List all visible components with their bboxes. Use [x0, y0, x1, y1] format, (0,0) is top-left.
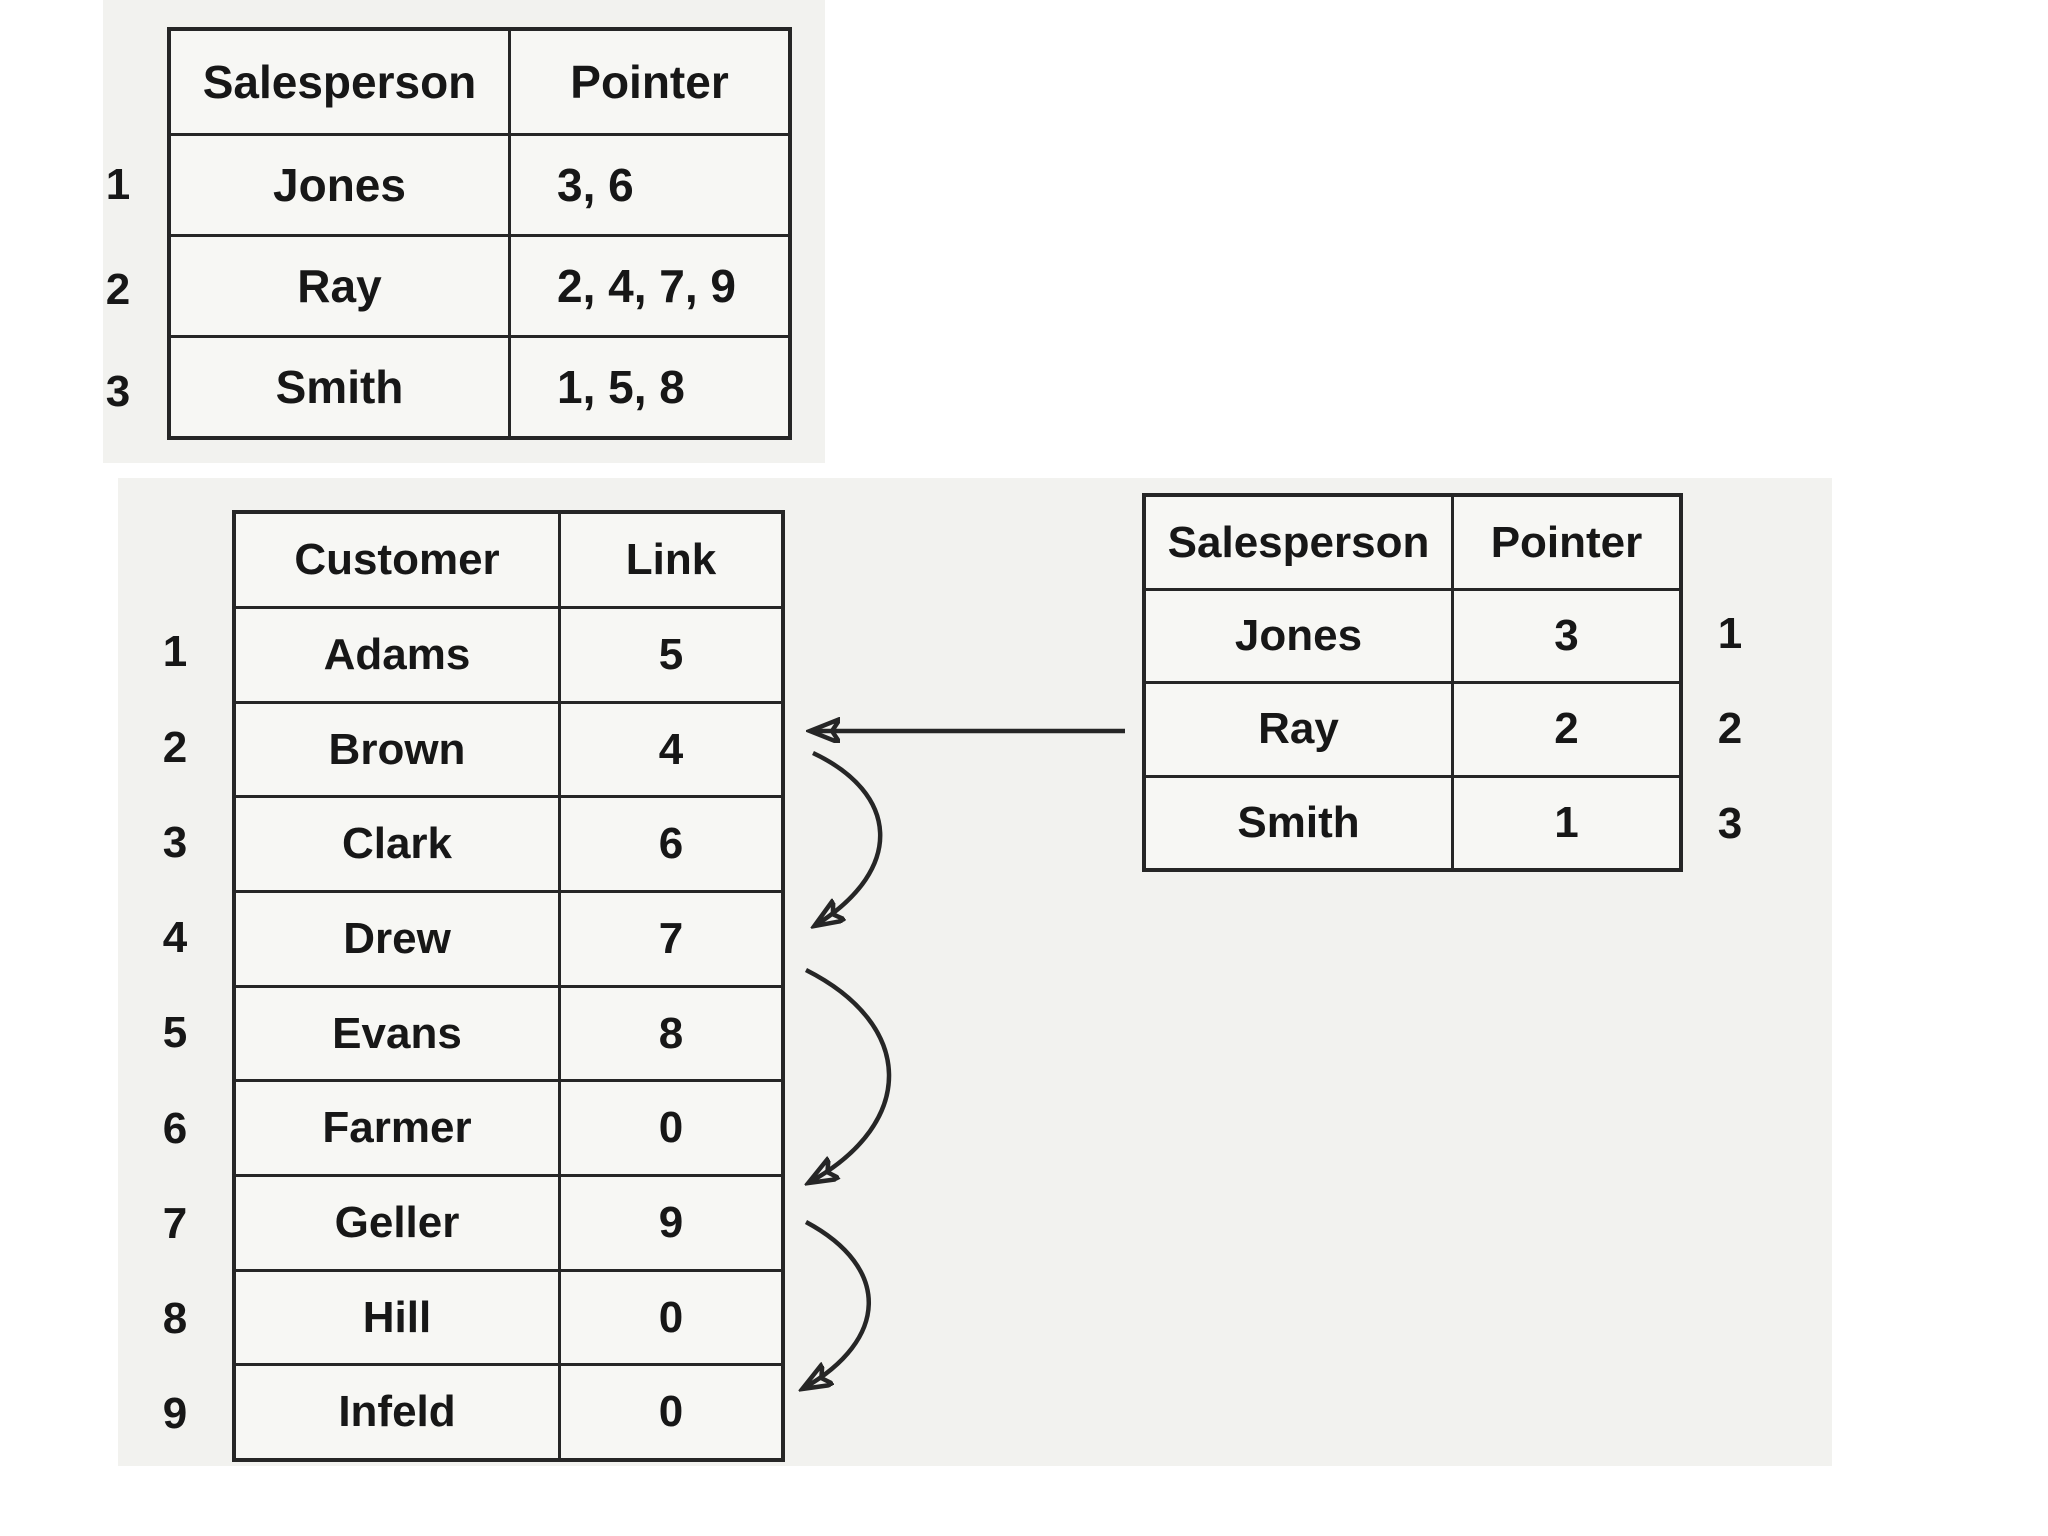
salesperson-cell: Smith	[1146, 777, 1454, 868]
customer-cell: Geller	[236, 1177, 561, 1269]
table-row: Clark 6	[236, 798, 781, 894]
table-row: Hill 0	[236, 1271, 781, 1367]
table-row: Drew 7	[236, 893, 781, 988]
row-number: 3	[1717, 799, 1743, 848]
table-row: Smith 1, 5, 8	[171, 338, 788, 436]
row-number: 2	[162, 723, 188, 772]
table-row: Smith 1	[1146, 777, 1679, 868]
row-number: 9	[162, 1389, 188, 1438]
customer-cell: Brown	[236, 703, 561, 796]
table-header-row: Salesperson Pointer	[171, 31, 788, 136]
link-header: Link	[625, 535, 717, 584]
salesperson-cell: Jones	[171, 136, 511, 234]
row-number: 8	[162, 1294, 188, 1343]
table-row: Farmer 0	[236, 1082, 781, 1178]
link-cell: 4	[658, 724, 684, 774]
customer-cell: Hill	[236, 1271, 561, 1364]
pointer-header: Pointer	[1490, 517, 1643, 567]
pointer-cell: 3	[1554, 611, 1579, 661]
salesperson-pointer-table-top: Salesperson Pointer Jones 3, 6 Ray 2, 4,…	[167, 27, 792, 440]
row-number: 5	[162, 1008, 188, 1057]
link-cell: 8	[658, 1008, 684, 1058]
table-row: Infeld 0	[236, 1366, 781, 1459]
table-row: Jones 3	[1146, 591, 1679, 685]
customer-cell: Clark	[236, 798, 561, 891]
row-number: 2	[105, 265, 131, 314]
link-cell: 6	[658, 819, 684, 869]
salesperson-cell: Ray	[171, 237, 511, 335]
customer-header: Customer	[236, 514, 561, 606]
row-number: 1	[162, 627, 188, 676]
link-cell: 0	[658, 1387, 684, 1437]
pointer-cell: 3, 6	[557, 159, 634, 211]
salesperson-header: Salesperson	[171, 31, 511, 133]
table-row: Geller 9	[236, 1177, 781, 1272]
table-header-row: Customer Link	[236, 514, 781, 609]
customer-cell: Adams	[236, 609, 561, 701]
pointer-cell: 1	[1554, 797, 1579, 847]
pointer-header: Pointer	[570, 56, 729, 108]
row-number: 1	[105, 160, 131, 209]
link-cell: 5	[658, 629, 684, 679]
link-cell: 9	[658, 1197, 684, 1247]
customer-cell: Farmer	[236, 1082, 561, 1175]
table-row: Jones 3, 6	[171, 136, 788, 237]
customer-cell: Drew	[236, 893, 561, 985]
link-cell: 0	[658, 1103, 684, 1153]
table-row: Adams 5	[236, 609, 781, 704]
table-row: Ray 2	[1146, 684, 1679, 778]
row-number: 7	[162, 1199, 188, 1248]
link-cell: 0	[658, 1292, 684, 1342]
salesperson-header: Salesperson	[1146, 497, 1454, 588]
table-header-row: Salesperson Pointer	[1146, 497, 1679, 591]
row-number: 4	[162, 913, 188, 962]
table-row: Evans 8	[236, 987, 781, 1083]
customer-link-table: Customer Link Adams 5 Brown 4 Clark 6 Dr…	[232, 510, 785, 1462]
pointer-cell: 2, 4, 7, 9	[557, 260, 737, 312]
row-number: 2	[1717, 704, 1743, 753]
link-cell: 7	[658, 913, 684, 963]
salesperson-cell: Ray	[1146, 684, 1454, 775]
row-number: 1	[1717, 609, 1743, 658]
customer-cell: Infeld	[236, 1366, 561, 1459]
customer-cell: Evans	[236, 987, 561, 1080]
table-row: Ray 2, 4, 7, 9	[171, 237, 788, 338]
row-number: 3	[162, 818, 188, 867]
pointer-cell: 2	[1554, 704, 1579, 754]
row-number: 3	[105, 367, 131, 416]
salesperson-cell: Jones	[1146, 591, 1454, 682]
pointer-cell: 1, 5, 8	[557, 361, 685, 413]
row-number: 6	[162, 1104, 188, 1153]
table-row: Brown 4	[236, 703, 781, 799]
salesperson-cell: Smith	[171, 338, 511, 436]
salesperson-pointer-table-right: Salesperson Pointer Jones 3 Ray 2 Smith …	[1142, 493, 1683, 872]
